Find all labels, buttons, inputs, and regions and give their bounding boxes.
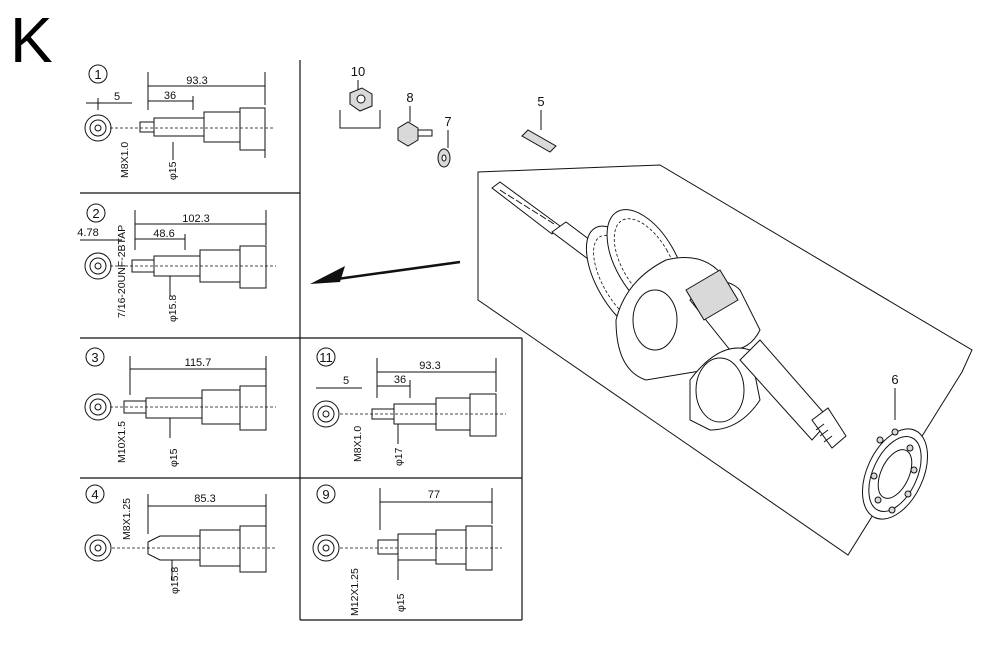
part-5-key: 5 xyxy=(521,94,557,153)
variant-3-drawing: 3 115.7 M10X1.5 φ15 xyxy=(84,347,276,467)
dim-total: 102.3 xyxy=(182,213,210,225)
part-number: 6 xyxy=(891,372,898,387)
variant-number-circle xyxy=(316,484,336,504)
part-number: 8 xyxy=(406,90,413,105)
assembly-outline-box xyxy=(477,164,973,556)
part-7-washer: 7 xyxy=(437,114,452,168)
dim-total: 93.3 xyxy=(186,75,207,87)
dim-total: 93.3 xyxy=(419,360,440,372)
variant-4-drawing: 4 85.3 M8X1.25 φ15.8 xyxy=(84,484,276,594)
variant-number-circle xyxy=(85,484,105,504)
part-8-bolt: 8 xyxy=(397,90,433,147)
dim-small: 4.78 xyxy=(77,227,98,239)
diameter-spec: φ15.8 xyxy=(167,295,179,322)
dim-total: 115.7 xyxy=(185,357,212,369)
thread-spec: M12X1.25 xyxy=(349,568,361,616)
variant-number-circle xyxy=(86,203,106,223)
diameter-spec: φ15.8 xyxy=(169,567,181,594)
thread-spec: M8X1.25 xyxy=(121,498,133,540)
crankshaft-assembly: 6 xyxy=(477,164,973,556)
variant-1-top-drawing: 1 93.3 36 5 M8X1.0 φ15 xyxy=(84,64,275,180)
dim-total: 77 xyxy=(428,489,440,501)
variant-number: 4 xyxy=(91,487,98,502)
diameter-spec: φ15 xyxy=(167,161,179,180)
variant-number: 1 xyxy=(94,67,101,82)
part-10-nut: 10 xyxy=(339,64,381,129)
thread-spec: 7/16-20UNF-2BTAP xyxy=(116,225,128,318)
thread-spec: M8X1.0 xyxy=(352,426,364,462)
dim-mid: 36 xyxy=(394,374,406,386)
part-number: 10 xyxy=(351,64,365,79)
diameter-spec: φ15 xyxy=(168,448,180,467)
dim-mid: 48.6 xyxy=(153,228,174,240)
variant-number: 3 xyxy=(91,350,98,365)
thread-spec: M8X1.0 xyxy=(119,142,131,178)
diameter-spec: φ17 xyxy=(393,447,405,466)
variant-number-circle xyxy=(316,347,336,367)
variant-number: 11 xyxy=(319,350,333,365)
section-letter: K xyxy=(10,4,53,76)
part-6-bearing xyxy=(862,428,928,520)
variant-2-drawing: 2 102.3 48.6 4.78 7/16-20UNF-2BTAP φ15.8 xyxy=(77,203,276,322)
variant-pointer-arrow xyxy=(310,260,461,284)
variant-11-drawing: 11 93.3 36 5 M8X1.0 φ17 xyxy=(312,347,506,466)
variant-grid-lines xyxy=(80,60,523,621)
part-number: 7 xyxy=(444,114,451,129)
variant-number: 9 xyxy=(322,487,329,502)
variant-number-circle xyxy=(88,64,108,84)
diameter-spec: φ15 xyxy=(395,593,407,612)
dim-small: 5 xyxy=(114,91,120,103)
thread-spec: M10X1.5 xyxy=(116,421,128,463)
part-number: 5 xyxy=(537,94,544,109)
variant-9-drawing: 9 77 M12X1.25 φ15 xyxy=(312,484,502,616)
variant-number: 2 xyxy=(92,206,99,221)
dim-total: 85.3 xyxy=(194,493,215,505)
variant-number-circle xyxy=(85,347,105,367)
dim-small: 5 xyxy=(343,375,349,387)
dim-mid: 36 xyxy=(164,90,176,102)
